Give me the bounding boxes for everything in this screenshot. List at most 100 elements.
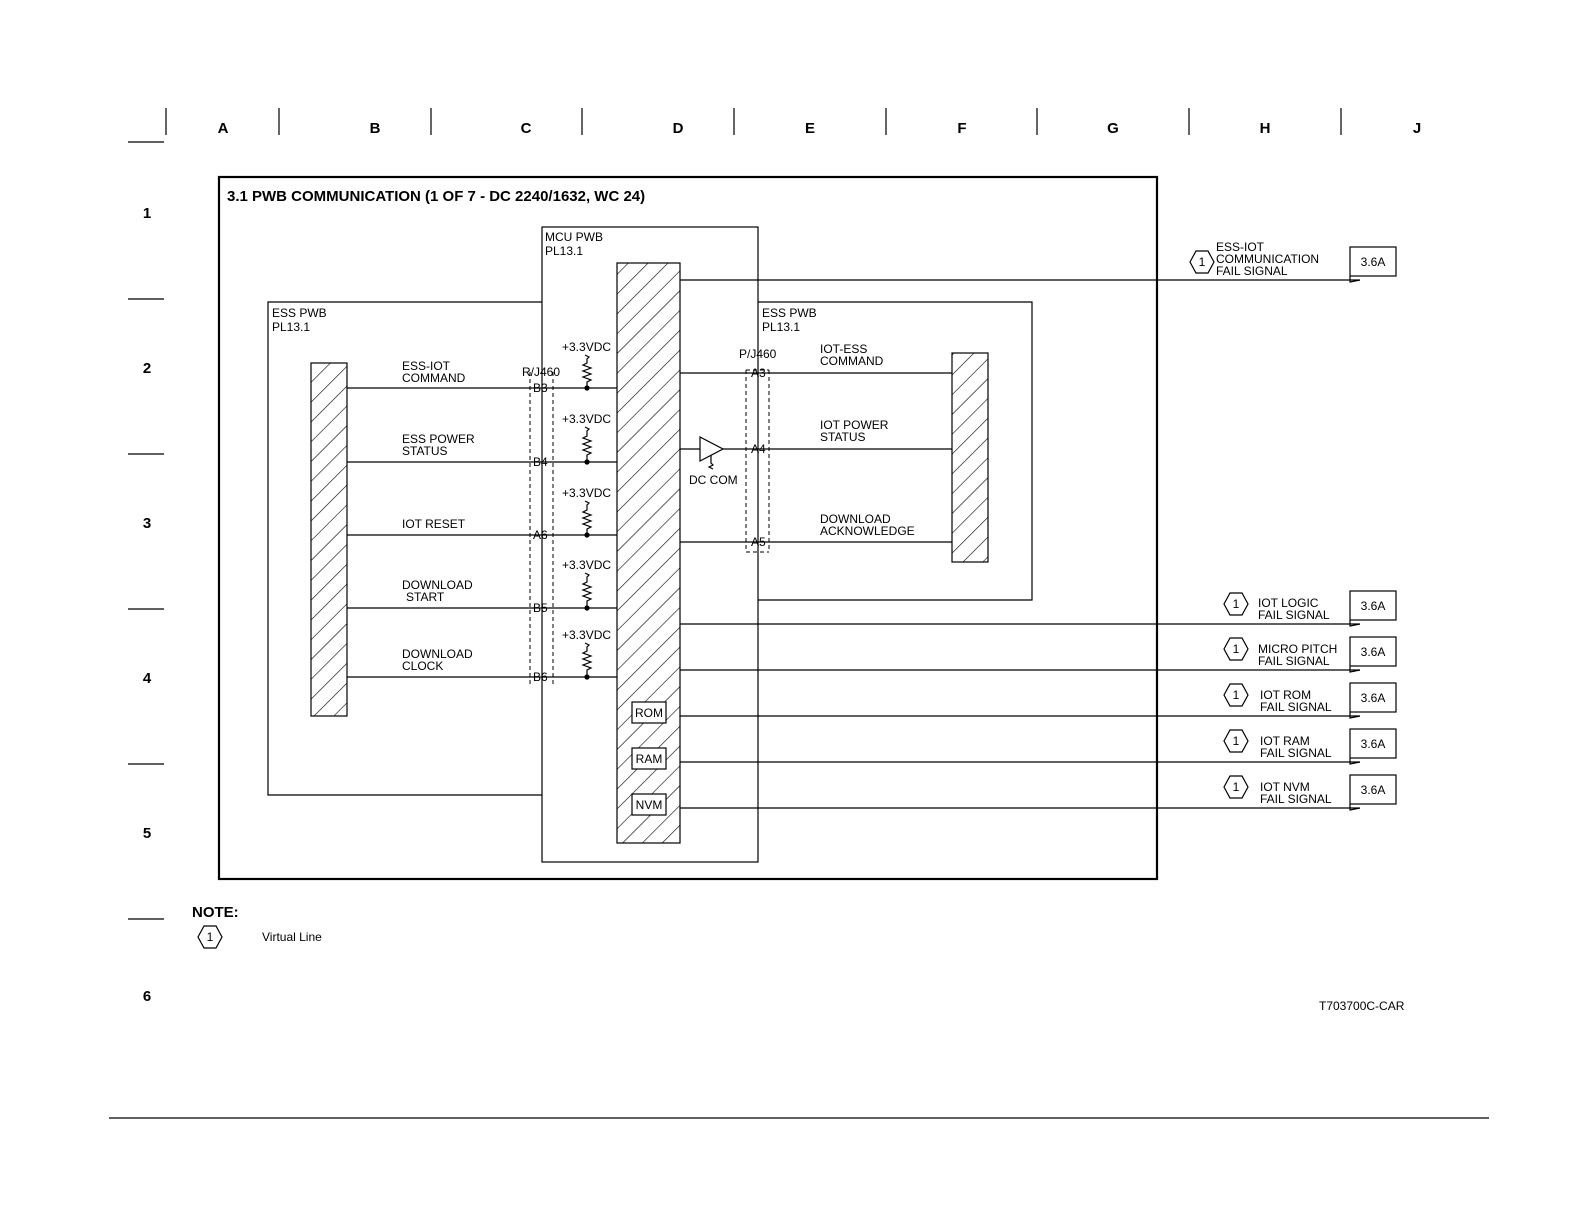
resistor-icon <box>581 354 593 388</box>
grid-column-label: A <box>218 120 229 137</box>
ram-label: RAM <box>636 752 663 766</box>
output-signals: 1 ESS-IOT COMMUNICATION FAIL SIGNAL 3.6A… <box>680 240 1397 811</box>
ref-tail <box>1349 666 1361 673</box>
ess-left-chip <box>310 362 348 717</box>
ref-tail <box>1349 758 1361 765</box>
output-signal: 1 IOT LOGIC FAIL SIGNAL 3.6A <box>680 590 1397 627</box>
virtual-line-hex-icon <box>1223 637 1249 661</box>
page-ref: 3.6A <box>1361 645 1386 659</box>
output-label: FAIL SIGNAL <box>1216 264 1288 278</box>
grid-column-label: B <box>370 120 381 137</box>
grid-row-label: 5 <box>143 825 151 842</box>
signal-label: CLOCK <box>402 659 443 673</box>
nvm-label: NVM <box>636 798 663 812</box>
page-ref: 3.6A <box>1361 691 1386 705</box>
ess-pwb-left-ref: PL13.1 <box>272 320 310 334</box>
pullup-resistor: +3.3VDC <box>562 486 611 538</box>
pullup-label: +3.3VDC <box>562 628 611 642</box>
grid-column-label: H <box>1260 120 1271 137</box>
ess-pwb-right-name: ESS PWB <box>762 306 817 320</box>
ess-pwb-left-name: ESS PWB <box>272 306 327 320</box>
output-label: IOT ROM <box>1260 688 1311 702</box>
junction-dot <box>584 674 590 680</box>
mcu-pwb-name: MCU PWB <box>545 230 603 244</box>
page-ref-box <box>1349 636 1397 667</box>
output-label: IOT LOGIC <box>1258 596 1319 610</box>
page-ref-box <box>1349 728 1397 759</box>
signal-label: DOWNLOAD <box>820 512 891 526</box>
ref-tail <box>1349 712 1361 719</box>
ram-block <box>631 747 667 770</box>
resistor-icon <box>581 642 593 677</box>
signal-label: COMMAND <box>820 354 884 368</box>
dc-com-label: DC COM <box>689 473 738 487</box>
grid-row-label: 3 <box>143 515 151 532</box>
output-signal: 1 IOT ROM FAIL SIGNAL 3.6A <box>680 682 1397 719</box>
ess-pwb-right-ref: PL13.1 <box>762 320 800 334</box>
junction-dot <box>584 532 590 538</box>
document-code: T703700C-CAR <box>1319 999 1405 1013</box>
pin-label: A3 <box>751 366 766 380</box>
grid-column-label: J <box>1413 120 1421 137</box>
junction-dot <box>584 605 590 611</box>
pullup-label: +3.3VDC <box>562 558 611 572</box>
pin-label: A4 <box>751 442 766 456</box>
hex-number: 1 <box>1233 780 1240 794</box>
ess-pwb-left: ESS PWB PL13.1 <box>267 301 542 796</box>
output-label: MICRO PITCH <box>1258 642 1337 656</box>
pullup-resistor: +3.3VDC <box>562 412 611 465</box>
connector-left: R/J460 <box>522 365 560 685</box>
hex-number: 1 <box>1233 688 1240 702</box>
page-ref: 3.6A <box>1361 737 1386 751</box>
signal-label: DOWNLOAD <box>402 578 473 592</box>
pin-label: B6 <box>533 670 548 684</box>
rom-label: ROM <box>635 706 663 720</box>
grid-column-label: D <box>673 120 684 137</box>
nvm-block <box>631 793 667 816</box>
grid-columns: A B C D E F G H J <box>128 108 1421 143</box>
ess-pwb-right-outline <box>758 301 1033 601</box>
right-signals: IOT-ESS COMMAND A3 DC COM IOT POWER STAT… <box>680 342 952 549</box>
ess-pwb-left-outline <box>267 301 542 796</box>
pullup-label: +3.3VDC <box>562 340 611 354</box>
pin-label: A5 <box>751 535 766 549</box>
pin-label: B4 <box>533 455 548 469</box>
rom-block <box>631 701 667 724</box>
diagram-frame <box>217 175 1159 881</box>
pin-label: B3 <box>533 381 548 395</box>
hex-number: 1 <box>1233 597 1240 611</box>
signal-label: STATUS <box>820 430 866 444</box>
grid-column-label: E <box>805 120 815 137</box>
hex-number: 1 <box>1233 642 1240 656</box>
grid-row-label: 6 <box>143 988 151 1005</box>
pullup-label: +3.3VDC <box>562 486 611 500</box>
output-signal: 1 MICRO PITCH FAIL SIGNAL 3.6A <box>680 636 1397 673</box>
grid-column-label: C <box>521 120 532 137</box>
note: NOTE: 1 Virtual Line <box>192 904 322 949</box>
output-label: FAIL SIGNAL <box>1258 654 1330 668</box>
signal-label: STATUS <box>402 444 448 458</box>
note-hex-number: 1 <box>207 930 214 944</box>
ref-tail <box>1349 804 1361 811</box>
hex-number: 1 <box>1199 255 1206 269</box>
page-ref: 3.6A <box>1361 783 1386 797</box>
mcu-chip <box>616 262 681 844</box>
page-ref-box <box>1349 682 1397 713</box>
resistor-icon <box>581 572 593 608</box>
ess-pwb-right: ESS PWB PL13.1 <box>758 301 1033 601</box>
connector-left-label: R/J460 <box>522 365 560 379</box>
output-label: IOT RAM <box>1260 734 1310 748</box>
signal-label: ESS POWER <box>402 432 475 446</box>
ground-icon <box>707 455 715 470</box>
virtual-line-hex-icon <box>197 925 223 949</box>
page-ref: 3.6A <box>1361 599 1386 613</box>
ref-tail <box>1349 276 1361 283</box>
pullup-resistor: +3.3VDC <box>562 340 611 391</box>
resistor-icon <box>581 500 593 535</box>
mcu-pwb-ref: PL13.1 <box>545 244 583 258</box>
grid-rows: 1 2 3 4 5 6 <box>128 205 164 1005</box>
pullup-resistor: +3.3VDC <box>562 558 611 611</box>
virtual-line-hex-icon <box>1223 775 1249 799</box>
signal-label: IOT RESET <box>402 517 466 531</box>
